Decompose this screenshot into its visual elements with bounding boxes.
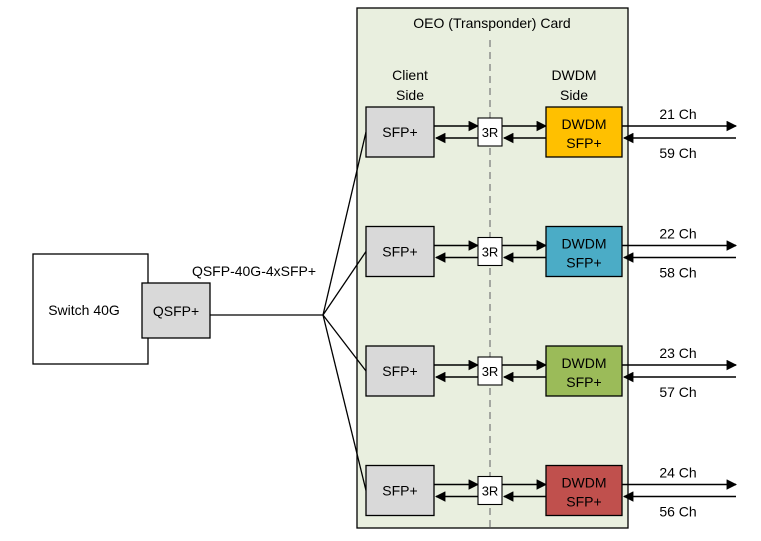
- channel-row: SFP+ 3R DWDM SFP+ 22 Ch 58 Ch: [365, 225, 738, 281]
- tx-channel-label: 22 Ch: [659, 226, 696, 242]
- regen-3r-box: [477, 117, 503, 147]
- dwdm-sfp-label-line2: SFP+: [566, 135, 601, 151]
- regen-3r-label: 3R: [482, 484, 499, 499]
- regen-3r-label: 3R: [482, 364, 499, 379]
- client-side-label-line1: Client: [392, 67, 428, 83]
- dwdm-sfp-box: [545, 464, 623, 517]
- client-sfp-label: SFP+: [382, 244, 417, 260]
- client-sfp-label: SFP+: [382, 483, 417, 499]
- client-sfp-box: [365, 464, 435, 517]
- dwdm-sfp-label-line2: SFP+: [566, 494, 601, 510]
- channel-rows: SFP+ 3R DWDM SFP+ 21 Ch 59 Ch SFP+ 3R DWDM SFP+ 22…: [365, 106, 738, 520]
- dwdm-sfp-label-line1: DWDM: [561, 116, 606, 132]
- dwdm-sfp-label-line1: DWDM: [561, 355, 606, 371]
- channel-row: SFP+ 3R DWDM SFP+ 23 Ch 57 Ch: [365, 345, 738, 400]
- switch-label: Switch 40G: [48, 302, 120, 318]
- cable-label: QSFP-40G-4xSFP+: [192, 263, 316, 279]
- regen-3r-box: [477, 236, 503, 267]
- channel-row: SFP+ 3R DWDM SFP+ 21 Ch 59 Ch: [365, 106, 738, 161]
- cable-fanout: [322, 131, 367, 491]
- regen-3r-label: 3R: [482, 125, 499, 140]
- cable-branch: [322, 131, 367, 316]
- switch-box: [32, 253, 149, 365]
- channel-row: SFP+ 3R DWDM SFP+ 24 Ch 56 Ch: [365, 464, 738, 520]
- rx-channel-label: 59 Ch: [659, 145, 696, 161]
- cable-branch: [322, 251, 367, 316]
- client-sfp-box: [365, 345, 435, 397]
- regen-3r-box: [477, 475, 503, 506]
- dwdm-sfp-box: [545, 106, 623, 158]
- rx-channel-label: 57 Ch: [659, 384, 696, 400]
- dwdm-sfp-box: [545, 345, 623, 397]
- cable-branch: [322, 314, 367, 491]
- qsfp-port: [141, 282, 211, 339]
- rx-channel-label: 56 Ch: [659, 504, 696, 520]
- regen-3r-box: [477, 356, 503, 386]
- tx-channel-label: 21 Ch: [659, 106, 696, 122]
- dwdm-sfp-label-line2: SFP+: [566, 374, 601, 390]
- dwdm-sfp-label-line1: DWDM: [561, 236, 606, 252]
- dwdm-sfp-box: [545, 225, 623, 278]
- tx-channel-label: 24 Ch: [659, 465, 696, 481]
- client-sfp-box: [365, 225, 435, 278]
- tx-channel-label: 23 Ch: [659, 345, 696, 361]
- card-title: OEO (Transponder) Card: [413, 15, 570, 31]
- client-side-label-line2: Side: [396, 87, 424, 103]
- client-sfp-box: [365, 106, 435, 158]
- dwdm-side-label-line2: Side: [560, 87, 588, 103]
- regen-3r-label: 3R: [482, 245, 499, 260]
- client-sfp-label: SFP+: [382, 363, 417, 379]
- qsfp-label: QSFP+: [153, 303, 199, 319]
- dwdm-sfp-label-line2: SFP+: [566, 255, 601, 271]
- rx-channel-label: 58 Ch: [659, 265, 696, 281]
- client-sfp-label: SFP+: [382, 124, 417, 140]
- cable-branch: [322, 314, 367, 372]
- dwdm-side-label-line1: DWDM: [551, 67, 596, 83]
- dwdm-sfp-label-line1: DWDM: [561, 475, 606, 491]
